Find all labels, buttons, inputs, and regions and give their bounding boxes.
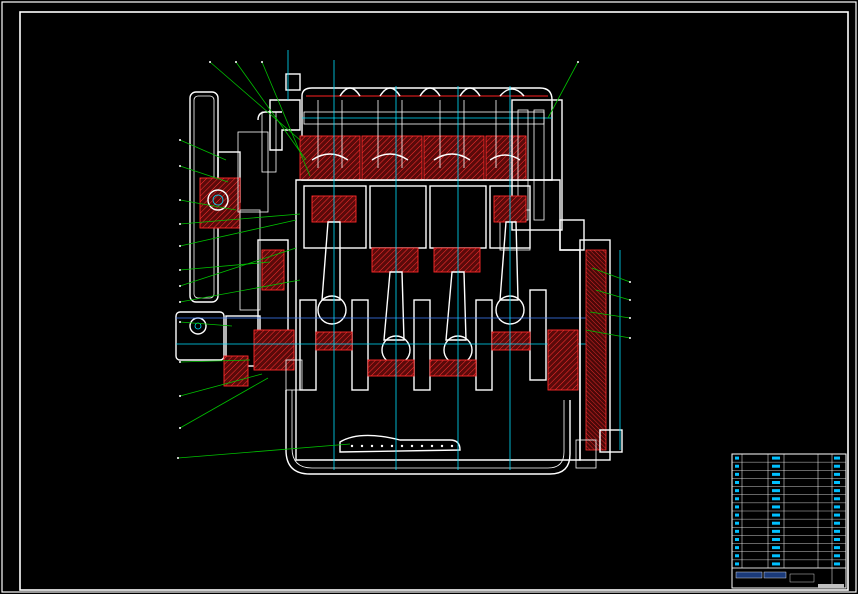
leader-lines-left (177, 61, 351, 459)
title-block-material-marker (772, 481, 780, 484)
title-block-material-marker (772, 489, 780, 493)
engine-block (176, 179, 600, 461)
title-block-qty-marker (834, 546, 840, 550)
title-block-item-marker (735, 521, 739, 525)
timing-cover (499, 99, 585, 251)
title-block-item-marker (735, 464, 739, 468)
title-block-item-marker (735, 513, 739, 517)
title-block-qty-marker (834, 529, 840, 533)
title-block-item-marker (735, 497, 739, 501)
leader-lines-right (547, 61, 631, 339)
title-block-item-marker (735, 562, 739, 566)
title-block-material-marker (772, 529, 780, 533)
water-outlet (257, 73, 301, 173)
title-block-item-marker (735, 489, 739, 493)
title-block-qty-marker (834, 497, 840, 501)
title-block-item-marker (735, 472, 739, 476)
title-block-qty-marker (834, 521, 840, 525)
leader-endpoints (177, 61, 631, 459)
flywheel (575, 239, 623, 469)
title-block-material-marker (772, 513, 780, 517)
title-block-item-marker (735, 546, 739, 550)
title-block-material-marker (772, 554, 780, 558)
sheet-inner-border (19, 11, 849, 591)
engine-assembly (175, 50, 631, 475)
title-block-qty-marker (834, 554, 840, 558)
title-block-qty-marker (834, 489, 840, 493)
title-block-qty-marker (834, 505, 840, 509)
title-block-qty-marker (834, 456, 840, 460)
title-block-material-marker (772, 538, 780, 541)
cylinder-head (299, 87, 553, 181)
title-block-item-marker (735, 456, 739, 460)
title-block-item-marker (735, 505, 739, 509)
title-block-qty-marker (834, 538, 840, 541)
cylinder-centerlines (287, 50, 511, 470)
title-block-material-marker (772, 497, 780, 501)
title-block-material-marker (772, 464, 780, 468)
title-block (731, 453, 847, 589)
oil-pan (285, 390, 571, 475)
title-block-material-marker (772, 505, 780, 509)
title-block-item-marker (735, 538, 739, 541)
title-block-qty-marker (834, 472, 840, 476)
title-block-qty-marker (834, 562, 840, 566)
front-cover (175, 91, 295, 387)
title-block-qty-marker (834, 513, 840, 517)
title-block-material-marker (772, 546, 780, 550)
title-block-qty-marker (834, 481, 840, 484)
title-block-material-marker (772, 456, 780, 460)
title-block-qty-marker (834, 464, 840, 468)
title-block-material-marker (772, 562, 780, 566)
title-block-material-marker (772, 472, 780, 476)
title-block-item-marker (735, 529, 739, 533)
title-block-item-marker (735, 554, 739, 558)
title-block-material-marker (772, 521, 780, 525)
title-block-item-marker (735, 481, 739, 484)
